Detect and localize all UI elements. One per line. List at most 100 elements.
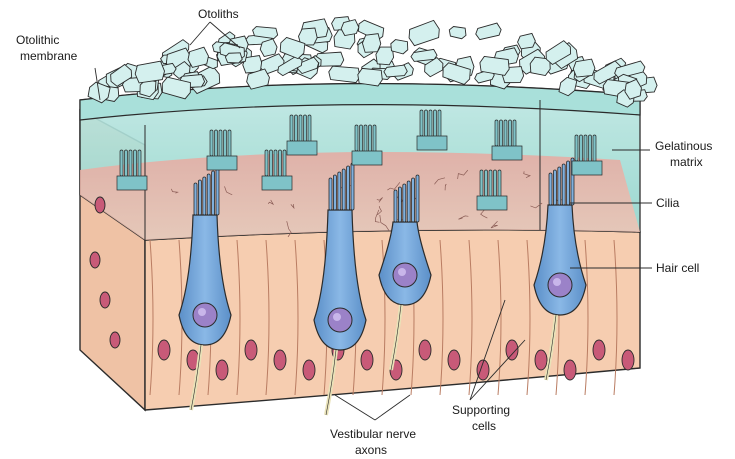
hair-cell-nucleus (193, 303, 217, 327)
label-otolithic-membrane-line2: membrane (20, 49, 78, 63)
cilium (295, 115, 298, 143)
cilium (407, 181, 410, 222)
supporting-cell-nucleus (100, 292, 110, 308)
cilium (412, 178, 415, 222)
cilium (580, 135, 583, 163)
tuft-base (572, 161, 602, 175)
supporting-cell-nucleus (158, 340, 170, 360)
nucleolus (333, 313, 341, 321)
supporting-cell-nucleus (535, 350, 547, 370)
cilium (562, 164, 565, 205)
cilium (347, 166, 350, 210)
cilium (394, 190, 397, 222)
supporting-cell-nucleus (303, 360, 315, 380)
cilium (420, 110, 423, 136)
supporting-cell-nucleus (274, 350, 286, 370)
tuft-base (492, 146, 522, 160)
nucleolus (198, 308, 206, 316)
hair-cell-nucleus (328, 308, 352, 332)
label-hair-cell: Hair cell (656, 261, 699, 275)
label-supporting-cells-line1: Supporting (452, 403, 510, 417)
supporting-cell-nucleus (361, 350, 373, 370)
cilium (584, 135, 587, 165)
cilium (203, 177, 206, 215)
cilium (194, 183, 197, 215)
cilium (329, 178, 332, 210)
label-vestibular-nerve-line1: Vestibular nerve (330, 427, 416, 441)
cilium (553, 170, 556, 205)
cilium (575, 135, 578, 161)
tuft-base (417, 136, 447, 150)
tuft-base (477, 196, 507, 210)
cilium (210, 130, 213, 156)
cilium (333, 175, 336, 210)
tuft-base (117, 176, 147, 190)
supporting-cell-nucleus (448, 350, 460, 370)
hair-cell-nucleus (393, 263, 417, 287)
otolith-crystal (362, 33, 381, 53)
cilium (355, 125, 358, 151)
cilium (429, 110, 432, 140)
supporting-cell-nucleus (216, 360, 228, 380)
cilium (290, 115, 293, 141)
tuft-base (287, 141, 317, 155)
otolith-crystal (406, 20, 442, 47)
otolith-crystal (448, 24, 468, 41)
supporting-cell-nucleus (593, 340, 605, 360)
cilium (364, 125, 367, 155)
cilium (558, 167, 561, 205)
supporting-cell-nucleus (95, 197, 105, 213)
cilium (299, 115, 302, 145)
cilium (360, 125, 363, 153)
cilium (270, 150, 273, 178)
cilium (403, 184, 406, 222)
cilium (265, 150, 268, 176)
nucleolus (553, 278, 561, 286)
cilium (398, 187, 401, 222)
cilium (485, 170, 488, 198)
cilium (219, 130, 222, 160)
supporting-cell-nucleus (622, 350, 634, 370)
cilium (480, 170, 483, 196)
supporting-cell-nucleus (90, 252, 100, 268)
supporting-cell-nucleus (110, 332, 120, 348)
otolith-crystal (475, 23, 503, 41)
otolith-crystal (328, 64, 362, 84)
tuft-base (207, 156, 237, 170)
tuft-base (352, 151, 382, 165)
cilium (504, 120, 507, 150)
hair-cell-nucleus (548, 273, 572, 297)
supporting-cell-nucleus (245, 340, 257, 360)
label-otoliths: Otoliths (198, 7, 239, 21)
label-gelatinous-matrix-line1: Gelatinous (655, 139, 712, 153)
supporting-cell-nucleus (419, 340, 431, 360)
cilium (567, 161, 570, 205)
cilium (129, 150, 132, 180)
cilium (212, 171, 215, 215)
cilium (495, 120, 498, 146)
supporting-cell-nucleus (564, 360, 576, 380)
cilium (274, 150, 277, 180)
cilium (120, 150, 123, 176)
label-vestibular-nerve-line2: axons (355, 443, 387, 457)
cilium (342, 169, 345, 210)
cilium (125, 150, 128, 178)
cilium (549, 173, 552, 205)
cilium (207, 174, 210, 215)
cilium (216, 168, 219, 215)
cilium (489, 170, 492, 200)
label-cilia: Cilia (656, 196, 680, 210)
otolith-crystal (134, 61, 165, 83)
tuft-base (262, 176, 292, 190)
otolith-crystal (573, 59, 595, 77)
cilium (500, 120, 503, 148)
nucleolus (398, 268, 406, 276)
cilium (198, 180, 201, 215)
label-otolithic-membrane-line1: Otolithic (16, 33, 59, 47)
label-gelatinous-matrix-line2: matrix (670, 155, 703, 169)
cilium (351, 163, 354, 210)
cilium (215, 130, 218, 158)
cilium (338, 172, 341, 210)
